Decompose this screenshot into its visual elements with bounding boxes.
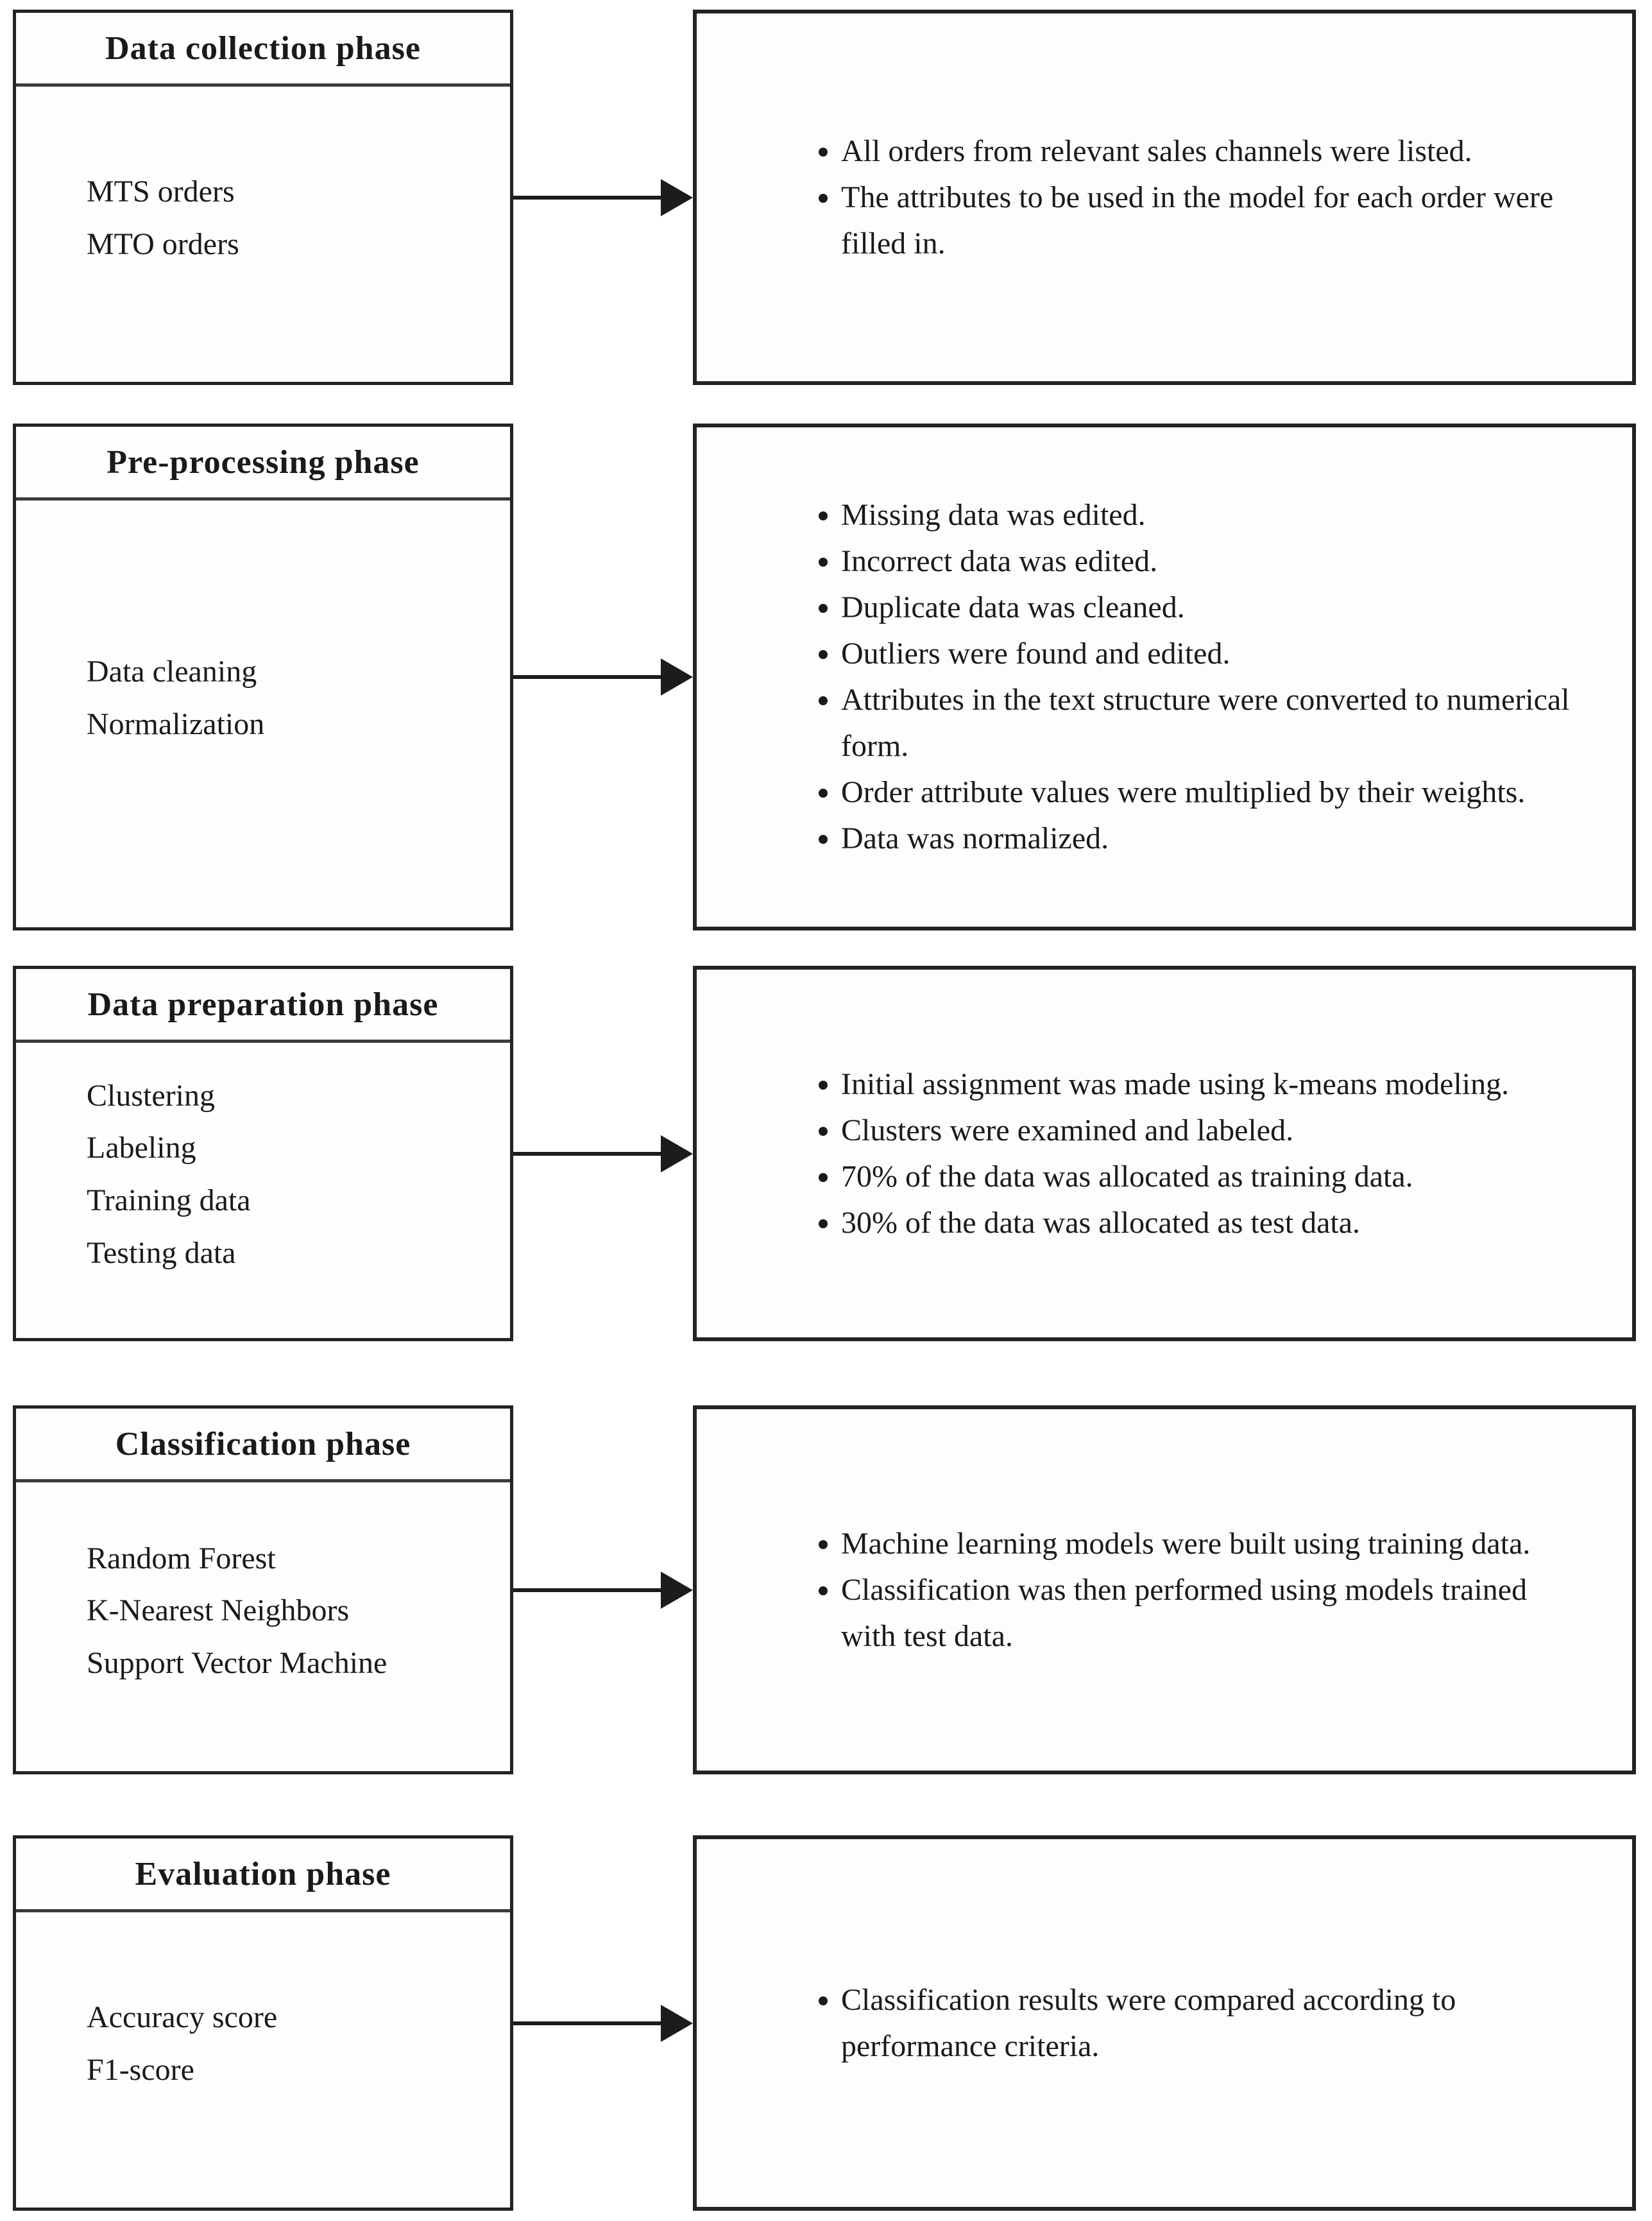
detail-box: All orders from relevant sales channels …: [693, 10, 1636, 385]
arrow-head-icon: [661, 1571, 693, 1609]
row-evaluation: Evaluation phase Accuracy score F1-score…: [0, 1835, 1652, 2211]
bullet-item: Attributes in the text structure were co…: [841, 677, 1571, 769]
bullet-list: All orders from relevant sales channels …: [697, 128, 1632, 267]
arrow-line: [513, 675, 664, 679]
bullet-item: Incorrect data was edited.: [841, 538, 1571, 585]
phase-box: Pre-processing phase Data cleaning Norma…: [13, 424, 513, 930]
bullet-item: All orders from relevant sales channels …: [841, 128, 1571, 175]
bullet-list: Classification results were compared acc…: [697, 1977, 1632, 2070]
bullet-item: Order attribute values were multiplied b…: [841, 769, 1571, 816]
bullet-item: Duplicate data was cleaned.: [841, 585, 1571, 631]
detail-box: Initial assignment was made using k-mean…: [693, 966, 1636, 1341]
phase-items-list: MTS orders MTO orders: [16, 87, 510, 382]
row-pre-processing: Pre-processing phase Data cleaning Norma…: [0, 424, 1652, 930]
arrow-line: [513, 1588, 664, 1592]
phase-item: Normalization: [87, 707, 265, 741]
row-data-preparation: Data preparation phase Clustering Labeli…: [0, 966, 1652, 1341]
phase-title: Data preparation phase: [16, 969, 510, 1043]
bullet-item: Outliers were found and edited.: [841, 631, 1571, 677]
phase-item: Training data: [87, 1183, 251, 1217]
detail-box: Missing data was edited. Incorrect data …: [693, 424, 1636, 930]
arrow-line: [513, 1151, 664, 1156]
bullet-item: The attributes to be used in the model f…: [841, 175, 1571, 267]
phase-box: Data preparation phase Clustering Labeli…: [13, 966, 513, 1341]
detail-box: Classification results were compared acc…: [693, 1835, 1636, 2211]
bullet-item: 70% of the data was allocated as trainin…: [841, 1154, 1509, 1200]
arrow-line: [513, 2021, 664, 2025]
bullet-item: Machine learning models were built using…: [841, 1521, 1571, 1567]
phase-title: Classification phase: [16, 1409, 510, 1482]
phase-box: Evaluation phase Accuracy score F1-score: [13, 1835, 513, 2211]
bullet-item: 30% of the data was allocated as test da…: [841, 1200, 1509, 1246]
phase-item: Support Vector Machine: [87, 1645, 387, 1680]
phase-items-list: Random Forest K-Nearest Neighbors Suppor…: [16, 1482, 510, 1771]
arrow-head-icon: [661, 2004, 693, 2042]
phase-item: K-Nearest Neighbors: [87, 1593, 350, 1628]
phase-items-list: Clustering Labeling Training data Testin…: [16, 1043, 510, 1338]
phase-title: Pre-processing phase: [16, 427, 510, 501]
arrow-line: [513, 195, 664, 200]
phase-item: Labeling: [87, 1131, 196, 1165]
phase-item: Accuracy score: [87, 2000, 278, 2035]
phase-items-list: Data cleaning Normalization: [16, 501, 510, 927]
row-data-collection: Data collection phase MTS orders MTO ord…: [0, 10, 1652, 385]
bullet-list: Machine learning models were built using…: [697, 1521, 1632, 1659]
arrow-head-icon: [661, 178, 693, 216]
phase-item: Clustering: [87, 1078, 215, 1113]
arrow-head-icon: [661, 658, 693, 696]
bullet-item: Initial assignment was made using k-mean…: [841, 1061, 1509, 1108]
phase-item: Random Forest: [87, 1541, 276, 1575]
bullet-item: Missing data was edited.: [841, 492, 1571, 538]
bullet-item: Data was normalized.: [841, 816, 1571, 862]
phase-item: Testing data: [87, 1235, 236, 1270]
bullet-item: Classification results were compared acc…: [841, 1977, 1571, 2070]
phase-item: F1-score: [87, 2053, 194, 2087]
phase-title: Data collection phase: [16, 13, 510, 87]
phase-box: Data collection phase MTS orders MTO ord…: [13, 10, 513, 385]
bullet-item: Classification was then performed using …: [841, 1567, 1571, 1659]
phase-items-list: Accuracy score F1-score: [16, 1912, 510, 2208]
phase-item: MTO orders: [87, 227, 239, 261]
phase-title: Evaluation phase: [16, 1839, 510, 1912]
arrow-head-icon: [661, 1135, 693, 1172]
phase-item: Data cleaning: [87, 654, 257, 689]
phase-box: Classification phase Random Forest K-Nea…: [13, 1405, 513, 1774]
bullet-list: Missing data was edited. Incorrect data …: [697, 492, 1632, 862]
bullet-item: Clusters were examined and labeled.: [841, 1108, 1509, 1154]
detail-box: Machine learning models were built using…: [693, 1405, 1636, 1774]
row-classification: Classification phase Random Forest K-Nea…: [0, 1405, 1652, 1774]
phase-item: MTS orders: [87, 175, 235, 209]
bullet-list: Initial assignment was made using k-mean…: [697, 1061, 1570, 1246]
